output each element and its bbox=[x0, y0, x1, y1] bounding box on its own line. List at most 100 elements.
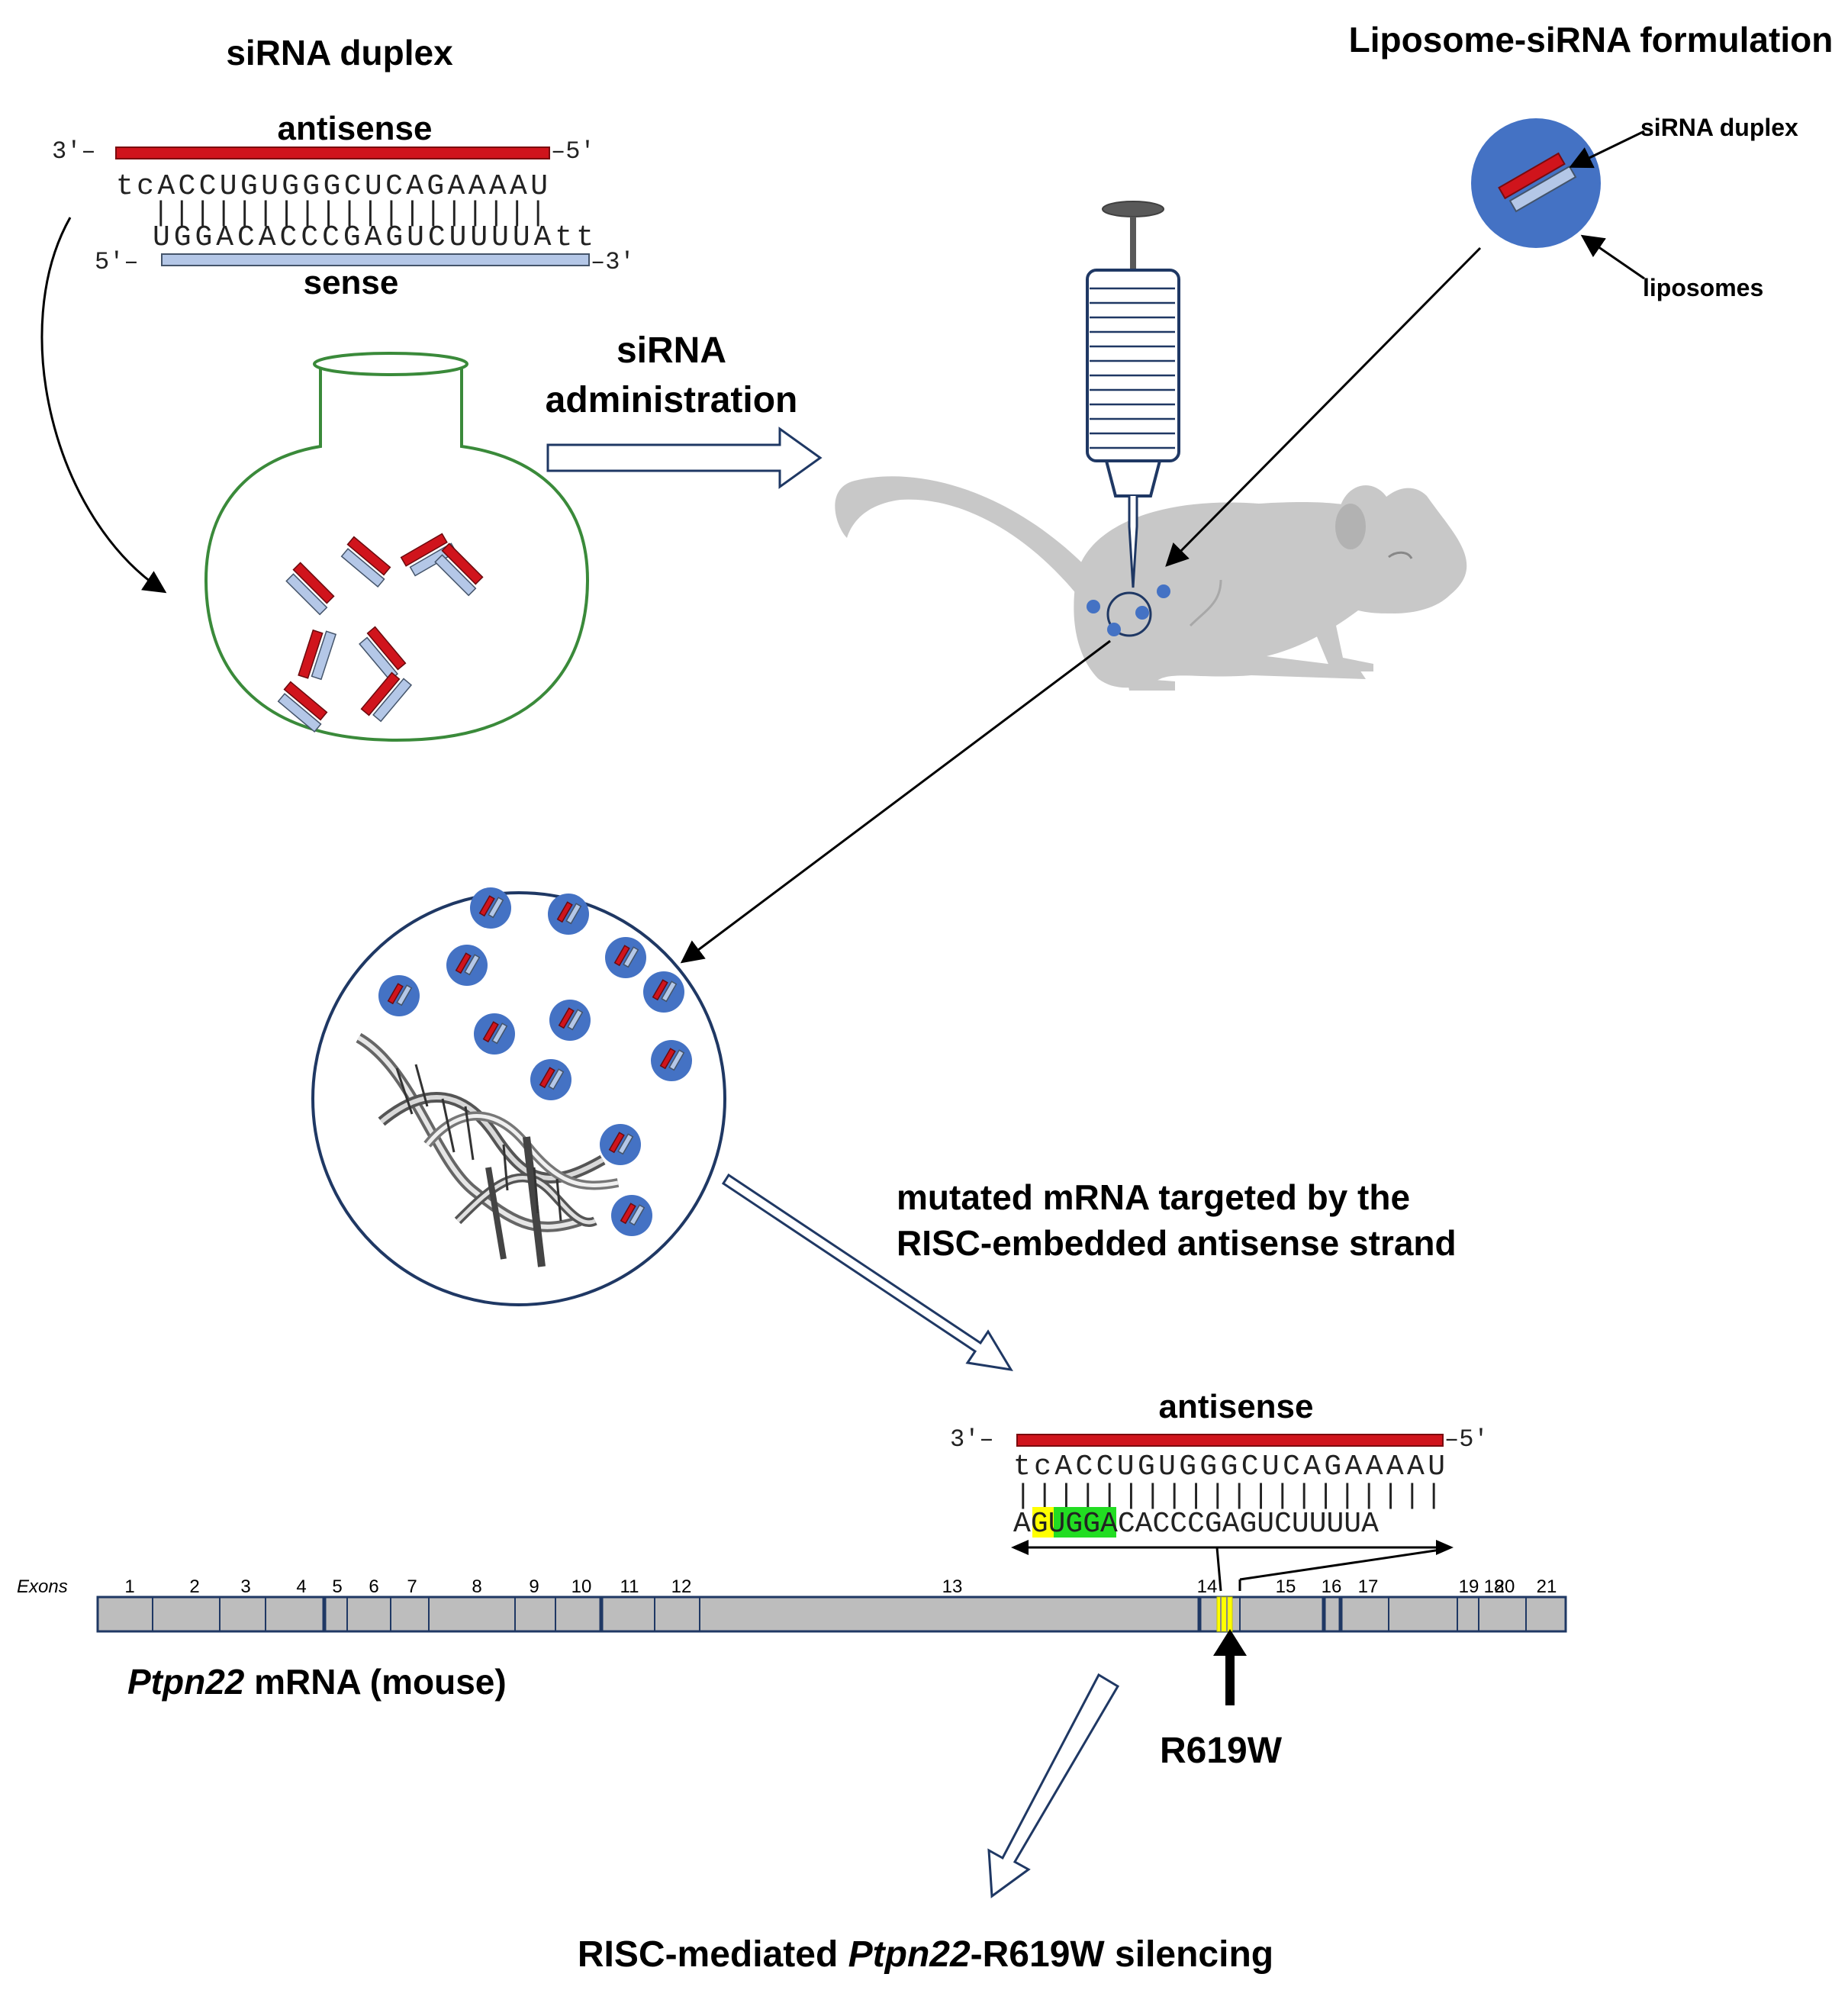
cell-view bbox=[311, 887, 726, 1306]
target-antisense-label: antisense bbox=[1159, 1388, 1314, 1425]
target-antisense-sequence: tcACCUGUGGGCUCAGAAAAU bbox=[1013, 1451, 1445, 1483]
gene-italic: Ptpn22 bbox=[127, 1662, 245, 1702]
liposome-duplex bbox=[539, 1067, 565, 1090]
flask-duplex bbox=[277, 681, 328, 733]
liposome-duplex bbox=[620, 1203, 646, 1226]
exon-number: 12 bbox=[671, 1576, 692, 1597]
liposome bbox=[605, 937, 646, 978]
liposome bbox=[600, 1124, 641, 1165]
liposome-duplex bbox=[556, 901, 582, 925]
flask-duplexes bbox=[277, 533, 484, 733]
sense-3prime-end: –3′ bbox=[591, 248, 635, 276]
mrna-codon: UGG bbox=[1048, 1508, 1100, 1541]
exon-boxes bbox=[96, 1596, 1567, 1633]
liposome-duplex bbox=[608, 1132, 634, 1155]
liposome-duplex bbox=[478, 895, 504, 919]
exon-number: 10 bbox=[571, 1576, 592, 1597]
liposome-duplex bbox=[387, 983, 413, 1006]
mrna-prefix: A bbox=[1013, 1508, 1031, 1541]
flask-duplex bbox=[340, 536, 391, 588]
exon-number: 3 bbox=[240, 1576, 250, 1597]
syringe-tip bbox=[1104, 459, 1162, 498]
exon-number: 7 bbox=[407, 1576, 417, 1597]
mutation-highlight-yellow bbox=[1032, 1507, 1054, 1538]
zoom-line-left bbox=[1215, 1547, 1222, 1592]
sense-strand-bar bbox=[161, 253, 590, 266]
silencing-label: RISC-mediated Ptpn22-R619W silencing bbox=[578, 1934, 1273, 1975]
gene-rest: mRNA (mouse) bbox=[244, 1662, 506, 1702]
exon-number: 5 bbox=[332, 1576, 342, 1597]
exon-number: 11 bbox=[620, 1576, 639, 1597]
exon-number: 20 bbox=[1495, 1576, 1515, 1597]
sense-sequence: UGGACACCCGAGUCUUUUAtt bbox=[153, 221, 594, 254]
base-pairing: ||||||||||||||||||| bbox=[153, 198, 546, 229]
duplex-pointer-arrow bbox=[1569, 130, 1645, 169]
target-5prime-end: –5′ bbox=[1444, 1425, 1489, 1454]
sense-5prime-end: 5′– bbox=[95, 248, 139, 276]
syringe-barrel bbox=[1086, 269, 1180, 462]
liposome-particle bbox=[1471, 118, 1601, 248]
zoom-line-right bbox=[1239, 1547, 1447, 1581]
syringe-needle bbox=[1128, 496, 1138, 588]
antisense-3prime-end: 3′– bbox=[52, 137, 96, 166]
syringe-graduations bbox=[1090, 287, 1175, 449]
exon-number: 14 bbox=[1197, 1576, 1218, 1597]
target-mrna-sequence: AGUGGACACCCGAGUCUUUUA bbox=[1013, 1508, 1379, 1541]
sense-label: sense bbox=[304, 264, 399, 301]
mrna-mutated-base: G bbox=[1031, 1508, 1048, 1541]
exon-number: 19 bbox=[1459, 1576, 1479, 1597]
liposome bbox=[474, 1013, 515, 1055]
silencing-arrow bbox=[987, 1673, 1120, 1898]
sirna-duplex-panel: siRNA duplex antisense 3′– –5′ tcACCUGUG… bbox=[52, 33, 635, 301]
formulation-duplex-label: siRNA duplex bbox=[1640, 114, 1798, 141]
formulation-title: Liposome-siRNA formulation bbox=[1349, 20, 1834, 60]
exon-number: 17 bbox=[1358, 1576, 1379, 1597]
exon-number: 2 bbox=[189, 1576, 199, 1597]
liposome bbox=[470, 887, 511, 929]
cell-circle bbox=[311, 891, 726, 1306]
syringe-plunger-cap bbox=[1102, 201, 1164, 217]
liposome bbox=[643, 971, 684, 1013]
administration-line2: administration bbox=[546, 380, 798, 420]
liposome bbox=[446, 945, 488, 986]
injection-site bbox=[1087, 584, 1170, 637]
antisense-strand-bar bbox=[115, 147, 550, 159]
curved-arrow bbox=[40, 217, 167, 594]
liposome-duplex bbox=[613, 945, 639, 968]
target-3prime-end: 3′– bbox=[950, 1425, 994, 1454]
liposome bbox=[378, 975, 420, 1016]
liposome-duplex bbox=[482, 1021, 508, 1045]
target-pairing: |||||||||||||||||||| bbox=[1015, 1480, 1442, 1512]
silencing-suffix: -R619W silencing bbox=[971, 1934, 1273, 1975]
antisense-5prime-end: –5′ bbox=[551, 137, 595, 166]
exon-number: 1 bbox=[124, 1576, 134, 1597]
antisense-label: antisense bbox=[278, 110, 433, 147]
flask-duplex bbox=[298, 629, 337, 681]
exon-number: 21 bbox=[1537, 1576, 1557, 1597]
liposome bbox=[651, 1040, 692, 1081]
liposome-duplex bbox=[455, 952, 481, 976]
liposome bbox=[549, 1000, 591, 1041]
gene-label: Ptpn22 mRNA (mouse) bbox=[127, 1662, 507, 1702]
flask-duplex bbox=[285, 562, 335, 616]
exon-number: 16 bbox=[1322, 1576, 1342, 1597]
exon-number: 9 bbox=[529, 1576, 539, 1597]
mouse-to-cell-arrow bbox=[680, 639, 1111, 964]
codon-highlight-green bbox=[1054, 1507, 1116, 1538]
liposome-to-mouse-arrow bbox=[1165, 246, 1482, 567]
targeting-line1: mutated mRNA targeted by the bbox=[897, 1177, 1410, 1217]
cell-liposomes bbox=[378, 887, 692, 1236]
silencing-prefix: RISC-mediated bbox=[578, 1934, 848, 1975]
exons-label: Exons bbox=[17, 1576, 68, 1597]
flask-duplex bbox=[434, 543, 484, 597]
liposome bbox=[548, 894, 589, 935]
flask bbox=[204, 352, 590, 742]
exon-number: 6 bbox=[369, 1576, 378, 1597]
flask-duplex bbox=[360, 671, 413, 723]
targeting-line2: RISC-embedded antisense strand bbox=[897, 1223, 1457, 1263]
mouse bbox=[835, 476, 1467, 691]
mrna-rest: ACACCCGAGUCUUUUA bbox=[1100, 1508, 1379, 1541]
antisense-sequence: tcACCUGUGGGCUCAGAAAAU bbox=[116, 170, 548, 203]
